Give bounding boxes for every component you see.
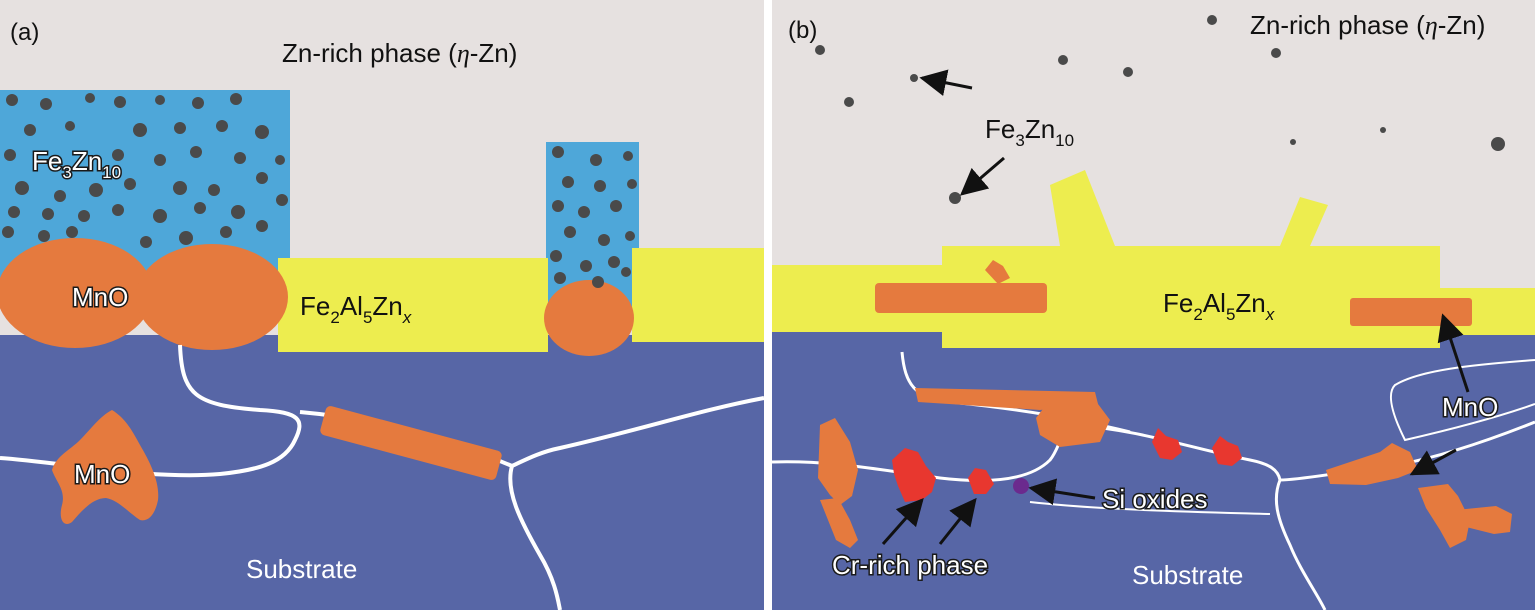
mno-oxides-b bbox=[818, 388, 1512, 548]
mno-grain-a2 bbox=[136, 244, 288, 350]
cr-rich-label-b: Cr-rich phase bbox=[832, 550, 988, 580]
si-oxide-particle bbox=[1013, 478, 1029, 494]
substrate-label-b: Substrate bbox=[1132, 560, 1243, 590]
mno-grain-a1 bbox=[0, 238, 153, 348]
substrate-label-a: Substrate bbox=[246, 554, 357, 584]
panel-b: (b) Zn-rich phase (η-Zn) Fe3Zn10 Fe2Al5Z… bbox=[771, 0, 1535, 610]
panel-a-tag: (a) bbox=[10, 19, 39, 46]
fe3zn10-particles-a bbox=[2, 93, 637, 288]
mno-label-a-bottom: MnO bbox=[74, 459, 130, 489]
fe2al5znx-label-a: Fe2Al5Znx bbox=[300, 291, 412, 327]
mno-particle-a bbox=[52, 410, 159, 525]
si-oxides-label-b: Si oxides bbox=[1102, 484, 1208, 514]
fe3zn10-label-b: Fe3Zn10 bbox=[985, 114, 1074, 150]
fe2al5znx-layer-a1 bbox=[278, 258, 548, 352]
panel-divider bbox=[764, 0, 772, 610]
mno-grain-a3 bbox=[544, 280, 634, 356]
panel-b-tag: (b) bbox=[788, 17, 817, 44]
fe3zn10-label-a: Fe3Zn10 bbox=[32, 146, 121, 182]
mno-label-a-top: MnO bbox=[72, 282, 128, 312]
mno-rod-a bbox=[320, 406, 502, 480]
mno-bump-b bbox=[985, 260, 1010, 284]
mno-bar-b1 bbox=[875, 283, 1047, 313]
fe3zn10-particles-b bbox=[815, 15, 1505, 204]
fe2al5znx-layer-a2 bbox=[632, 248, 764, 342]
zn-phase-label-a: Zn-rich phase (η-Zn) bbox=[282, 38, 517, 68]
annotation-arrows-b bbox=[881, 69, 1470, 545]
cr-rich-particles-b bbox=[892, 428, 1242, 502]
zn-phase-label-b: Zn-rich phase (η-Zn) bbox=[1250, 10, 1485, 40]
mno-bar-b2 bbox=[1350, 298, 1472, 326]
mno-label-b: MnO bbox=[1442, 392, 1498, 422]
fe2al5znx-label-b: Fe2Al5Znx bbox=[1163, 288, 1275, 324]
panel-a: (a) Zn-rich phase (η-Zn) Fe3Zn10 MnO Fe2… bbox=[0, 0, 765, 610]
